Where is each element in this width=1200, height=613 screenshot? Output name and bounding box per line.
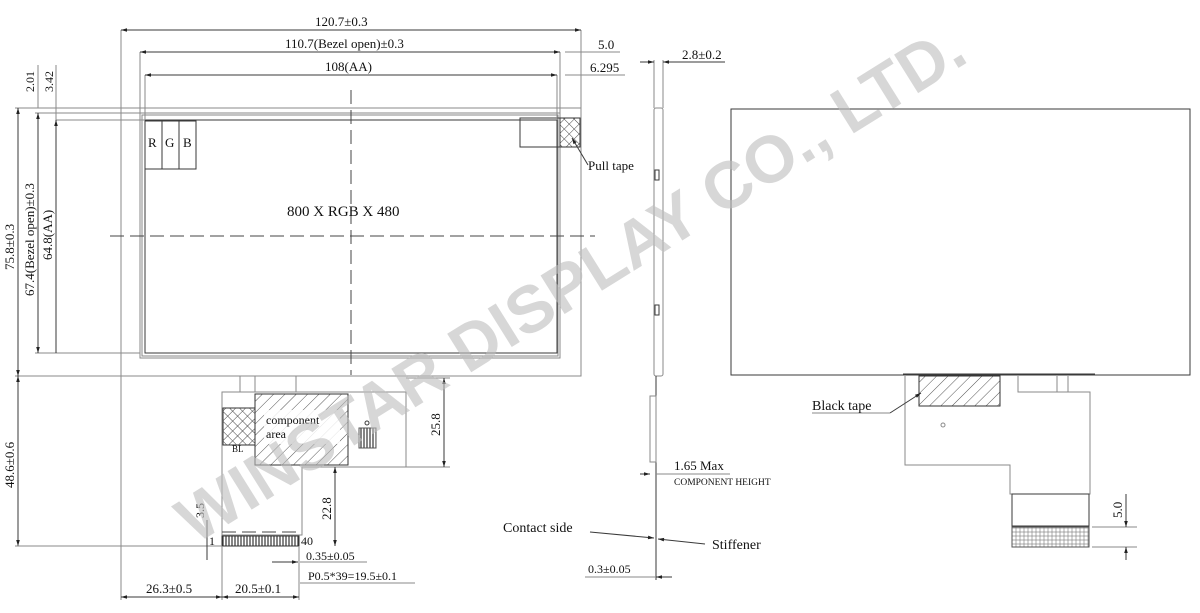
dim-tail-height: 22.8 [319, 497, 334, 520]
back-outline [730, 108, 1191, 376]
dim-top-201: 2.01 [23, 71, 37, 92]
pin-last: 40 [301, 534, 313, 548]
dim-fpc-height: 25.8 [428, 413, 443, 436]
dim-outline-height: 75.8±0.3 [2, 224, 17, 270]
dim-total-height: 48.6±0.6 [2, 441, 17, 488]
dim-stiffener-offset: 3.5 [193, 503, 207, 518]
dim-left-offset: 26.3±0.5 [146, 581, 192, 596]
dim-bezel-width: 110.7(Bezel open)±0.3 [285, 36, 404, 51]
dim-aa-height: 64.8(AA) [40, 210, 55, 260]
dim-right-5: 5.0 [598, 37, 614, 52]
dim-pin-width: 0.35±0.05 [306, 549, 355, 563]
black-tape [918, 375, 1001, 407]
dim-stiffener-thickness: 0.3±0.05 [588, 562, 631, 576]
component-area-label-2: area [266, 427, 287, 441]
black-tape-label: Black tape [812, 399, 871, 414]
fpc-contacts [221, 535, 300, 547]
component-area-label-1: component [266, 413, 320, 427]
dim-stiffener-height: 5.0 [1110, 502, 1125, 518]
dim-thickness: 2.8±0.2 [682, 47, 722, 62]
fpc-view: BL component area 1 40 48.6±0.6 25.8 22.… [2, 376, 450, 600]
back-view: Black tape 5.0 [730, 108, 1191, 560]
pixel-label-r: R [148, 135, 157, 150]
dim-top-342: 3.42 [42, 71, 56, 92]
resolution-label: 800 X RGB X 480 [287, 204, 400, 220]
pixel-label-b: B [183, 135, 192, 150]
dim-pitch: P0.5*39=19.5±0.1 [308, 569, 397, 583]
module-outline [120, 107, 582, 377]
pull-tape-label: Pull tape [588, 158, 634, 173]
component-height-label: COMPONENT HEIGHT [674, 478, 771, 488]
dim-bezel-height: 67.4(Bezel open)±0.3 [22, 183, 37, 296]
stiffener-label: Stiffener [712, 538, 761, 553]
contact-side-label: Contact side [503, 521, 573, 536]
component-height-value: 1.65 Max [674, 458, 724, 473]
pixel-label-g: G [165, 135, 174, 150]
dim-outline-width: 120.7±0.3 [315, 14, 368, 29]
side-profile [653, 107, 664, 377]
dim-fpc-width: 20.5±0.1 [235, 581, 281, 596]
stiffener-back [1011, 526, 1090, 548]
dim-aa-width: 108(AA) [325, 59, 372, 74]
watermark: WINSTAR DISPLAY CO., LTD. [163, 10, 978, 557]
pin-first: 1 [209, 534, 215, 548]
side-view: 2.8±0.2 1.65 Max COMPONENT HEIGHT Contac… [503, 47, 771, 580]
dim-right-6295: 6.295 [590, 60, 619, 75]
front-view: R G B 800 X RGB X 480 Pull tape 120.7±0.… [2, 14, 634, 377]
bl-label: BL [232, 444, 244, 454]
